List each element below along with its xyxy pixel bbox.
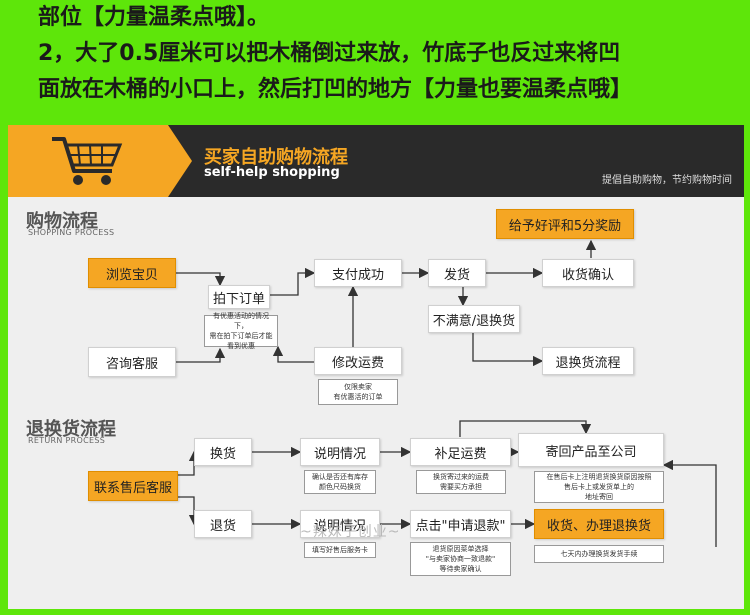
top-text-line-2: 2，大了0.5厘米可以把木桶倒过来放，竹底子也反过来将凹	[38, 41, 621, 66]
receive-note-line: 七天内办理换货发货手续	[560, 550, 638, 558]
refund-box: 退货	[194, 510, 252, 538]
receive-process-note: 七天内办理换货发货手续	[534, 545, 664, 563]
receive-process-box: 收货、办理退换货	[534, 509, 664, 539]
watermark: ~辣妹子创业~	[300, 524, 401, 540]
send-back-note-line: 在售后卡上注明退货换货原因按照	[546, 473, 652, 481]
place-order-note: 有优惠活动的情况下， 需在拍下订单后才能 看到优惠	[204, 312, 278, 350]
banner-chevron	[168, 125, 192, 197]
banner-slogan: 提倡自助购物，节约购物时间	[602, 175, 732, 186]
add-fee-note-line: 需要买方承担	[440, 483, 482, 491]
explain-situation-box-1: 说明情况	[300, 438, 380, 466]
shopping-cart-icon	[52, 137, 123, 185]
unsatisfied-return-box: 不满意/退换货	[428, 305, 520, 333]
modify-shipping-note-line: 有优惠活的订单	[333, 393, 383, 401]
shopping-section-subtitle: SHOPPING PROCESS	[28, 228, 115, 237]
place-order-note-line: 看到优惠	[227, 342, 255, 350]
payment-success-box: 支付成功	[314, 259, 402, 287]
add-shipping-fee-note: 换货寄过来的运费 需要买方承担	[416, 470, 506, 494]
send-back-note: 在售后卡上注明退货换货原因按照 售后卡上或发货单上的 地址寄回	[534, 471, 664, 503]
send-back-note-line: 售后卡上或发货单上的	[564, 483, 634, 491]
top-text-line-1: 部位【力量温柔点哦】。	[38, 5, 270, 30]
explain-note-line: 填写好售后服务卡	[312, 546, 368, 554]
place-order-box: 拍下订单	[208, 285, 270, 309]
modify-shipping-note: 仅限卖家 有优惠活的订单	[318, 379, 398, 405]
add-shipping-fee-box: 补足运费	[410, 438, 511, 466]
banner: 买家自助购物流程 self-help shopping 提倡自助购物，节约购物时…	[8, 125, 744, 197]
send-back-box: 寄回产品至公司	[518, 433, 664, 467]
send-back-note-line: 地址寄回	[585, 493, 613, 501]
explain-situation-note-2: 填写好售后服务卡	[304, 542, 376, 558]
browse-items-box: 浏览宝贝	[88, 258, 176, 288]
cart-box	[8, 125, 168, 197]
explain-situation-box-2: 说明情况	[300, 510, 380, 538]
return-section-title: 退换货流程	[26, 419, 116, 440]
explain-note-line: 颜色尺码换货	[319, 483, 361, 491]
ship-box: 发货	[428, 259, 486, 287]
explain-note-line: 确认是否还有库存	[312, 473, 368, 481]
place-order-note-line: 有优惠活动的情况下，	[213, 312, 269, 330]
explain-situation-note-1: 确认是否还有库存 颜色尺码换货	[304, 470, 376, 494]
praise-reward-box: 给予好评和5分奖励	[496, 209, 634, 239]
banner-title: 买家自助购物流程	[204, 147, 348, 168]
top-text-line-3: 面放在木桶的小口上，然后打凹的地方【力量也要温柔点哦】	[38, 77, 633, 102]
shopping-section-title: 购物流程	[26, 211, 98, 232]
banner-subtitle: self-help shopping	[204, 165, 340, 180]
apply-note-line: "与卖家协商一致退款"	[425, 555, 496, 563]
apply-note-line: 等待卖家确认	[439, 565, 482, 573]
flow-arrows	[176, 239, 717, 547]
modify-shipping-box: 修改运费	[314, 347, 402, 375]
place-order-note-line: 需在拍下订单后才能	[209, 332, 273, 340]
return-flow-box: 退换货流程	[542, 347, 634, 375]
contact-aftersales-box: 联系售后客服	[88, 471, 178, 501]
apply-note-line: 退货原因菜单选择	[432, 545, 489, 553]
modify-shipping-note-line: 仅限卖家	[344, 383, 372, 391]
shopping-flow-panel: 买家自助购物流程 self-help shopping 提倡自助购物，节约购物时…	[8, 125, 744, 609]
apply-refund-note: 退货原因菜单选择 "与卖家协商一致退款" 等待卖家确认	[410, 542, 511, 576]
apply-refund-box: 点击"申请退款"	[410, 510, 511, 538]
exchange-box: 换货	[194, 438, 252, 466]
add-fee-note-line: 换货寄过来的运费	[433, 473, 489, 481]
receipt-confirm-box: 收货确认	[542, 259, 634, 287]
return-section-subtitle: RETURN PROCESS	[28, 436, 106, 445]
consult-service-box: 咨询客服	[88, 347, 176, 377]
